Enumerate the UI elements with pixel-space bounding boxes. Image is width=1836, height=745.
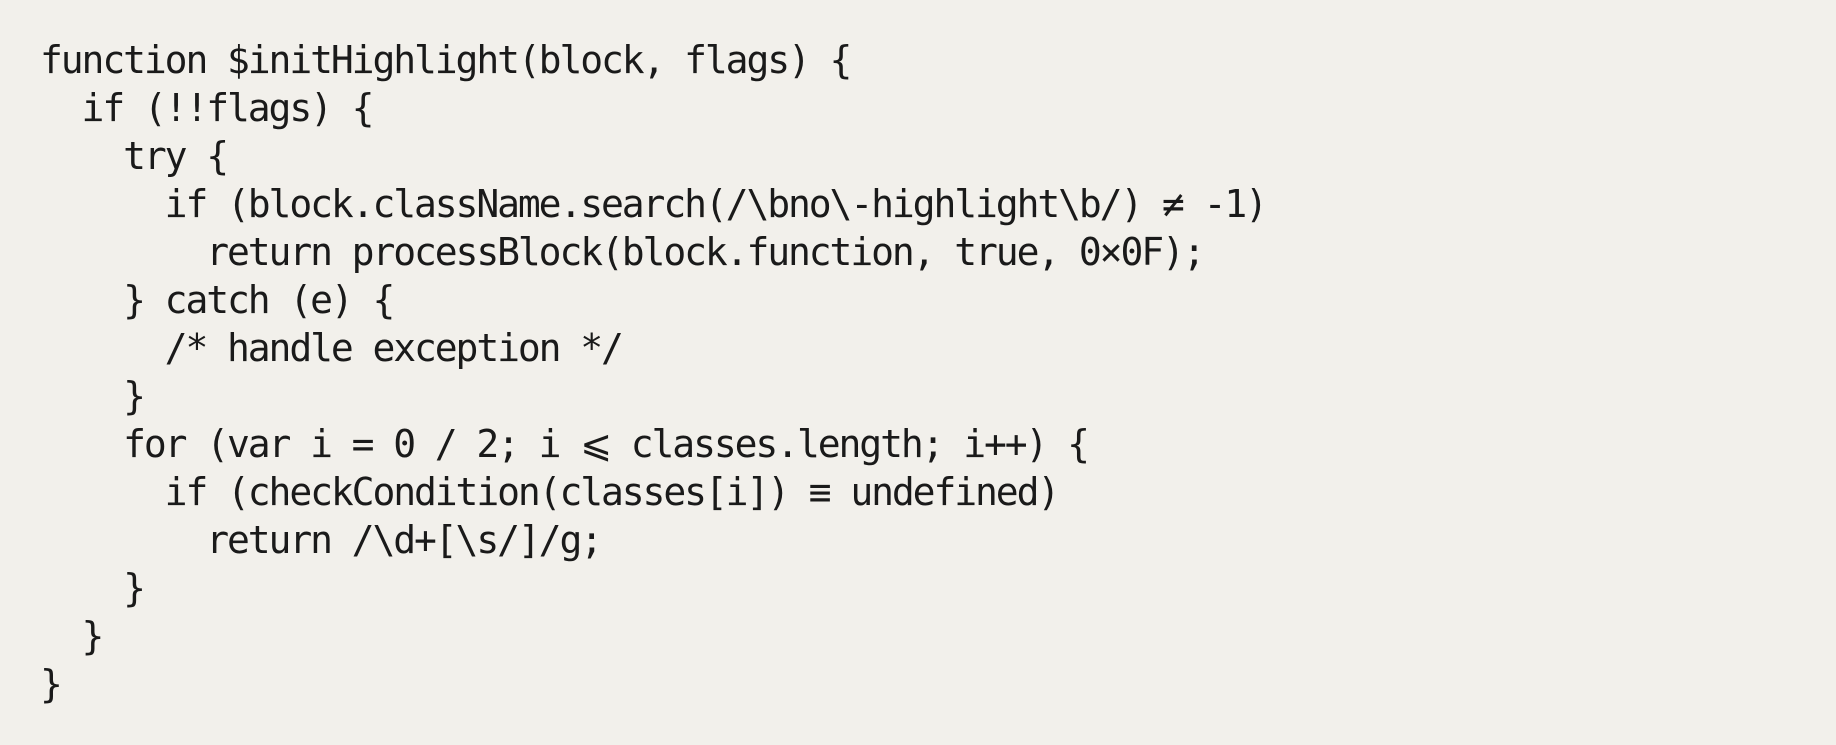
code-line: for (var i = 0 / 2; i ⩽ classes.length; … xyxy=(40,422,1090,466)
code-block: function $initHighlight(block, flags) { … xyxy=(40,36,1816,708)
code-line: return /\d+[\s/]/g; xyxy=(40,518,603,562)
code-line: } xyxy=(40,662,63,706)
code-line: try { xyxy=(40,134,229,178)
code-line: if (!!flags) { xyxy=(40,86,375,130)
code-line: if (block.className.search(/\bno\-highli… xyxy=(40,182,1268,226)
code-line: function $initHighlight(block, flags) { xyxy=(40,38,852,82)
code-line: } xyxy=(40,614,105,658)
code-line: if (checkCondition(classes[i]) ≡ undefin… xyxy=(40,470,1061,514)
code-line: return processBlock(block.function, true… xyxy=(40,230,1205,274)
code-line: } xyxy=(40,374,146,418)
code-line: } xyxy=(40,566,146,610)
code-line: } catch (e) { xyxy=(40,278,395,322)
code-line: /* handle exception */ xyxy=(40,326,624,370)
